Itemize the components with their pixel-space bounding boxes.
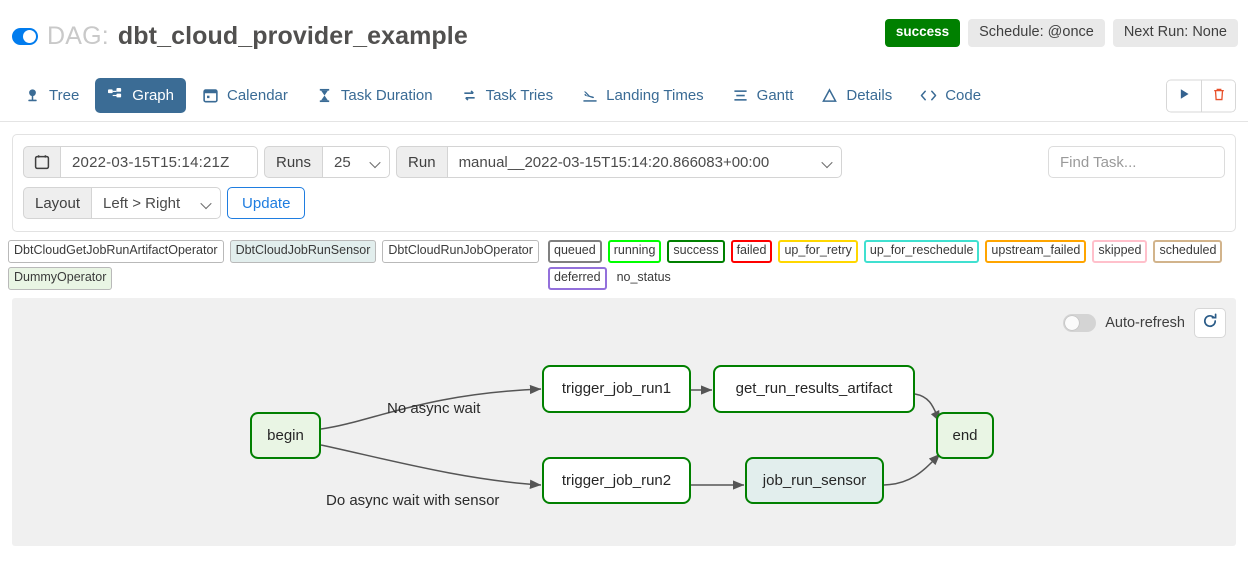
code-icon [920,87,937,104]
landing-icon [581,87,598,104]
legend-operator-chip[interactable]: DummyOperator [8,266,113,290]
dag-node[interactable]: job_run_sensor [745,456,884,504]
tab-task-duration[interactable]: Task Duration [304,78,445,113]
dag-node[interactable]: trigger_job_run1 [542,364,691,413]
update-button[interactable]: Update [227,187,306,219]
legend-state-chip[interactable]: up_for_reschedule [863,240,980,263]
run-label: Run [396,146,448,178]
tab-label: Gantt [756,87,794,104]
tab-code[interactable]: Code [908,78,993,113]
dag-action-buttons [1166,79,1236,112]
legend-state-chip[interactable]: running [607,240,662,263]
tab-label: Code [945,87,982,104]
dag-title-row: DAG: dbt_cloud_provider_example [12,22,1236,51]
calendar-icon[interactable] [23,146,61,178]
tab-landing-times[interactable]: Landing Times [569,78,716,113]
trash-icon [1212,87,1226,104]
dag-node[interactable]: begin [250,411,321,459]
next-run-badge: Next Run: None [1112,19,1238,47]
play-icon [1178,88,1191,104]
tab-task-tries[interactable]: Task Tries [449,78,566,113]
run-group: Run manual__2022-03-15T15:14:20.866083+0… [396,146,842,178]
dag-node[interactable]: trigger_job_run2 [542,456,691,504]
tab-label: Landing Times [606,87,704,104]
status-badge: success [884,19,961,47]
calendar-icon [202,87,219,104]
base-date-input[interactable]: 2022-03-15T15:14:21Z [60,146,258,178]
tab-tree[interactable]: Tree [12,78,91,113]
legend-state-chip[interactable]: failed [730,240,773,263]
tab-graph[interactable]: Graph [95,78,186,113]
layout-label: Layout [23,187,93,219]
dag-graph-canvas[interactable]: begin trigger_job_run1 get_run_results_art… [12,298,1236,546]
filter-toolbar: 2022-03-15T15:14:21Z Runs 25 Run manual_… [12,134,1236,232]
toolbar-row-primary: 2022-03-15T15:14:21Z Runs 25 Run manual_… [23,146,1225,178]
legend-operator-chip[interactable]: DbtCloudRunJobOperator [382,240,539,263]
page-title: dbt_cloud_provider_example [117,22,468,50]
tab-gantt[interactable]: Gantt [720,78,806,113]
auto-refresh-label: Auto-refresh [1105,314,1185,331]
legend-state-chip[interactable]: success [667,240,725,263]
view-tabs: Tree Graph Calendar Task Duration Task T… [0,70,1248,122]
legend-state-chip[interactable]: scheduled [1153,240,1223,263]
tab-label: Details [846,87,893,104]
layout-select[interactable]: Left > Right [91,187,222,219]
search-input[interactable] [1048,146,1225,178]
tab-label: Graph [132,87,174,104]
legend-state-chip[interactable]: upstream_failed [985,240,1087,263]
refresh-button[interactable] [1194,307,1226,338]
page-header: DAG: dbt_cloud_provider_example success … [0,0,1248,70]
layout-group: Layout Left > Right [23,187,222,219]
tab-calendar[interactable]: Calendar [190,78,300,113]
graph-icon [107,87,124,104]
gantt-icon [732,87,749,104]
details-triangle-icon [821,87,838,104]
delete-dag-button[interactable] [1201,80,1235,111]
dag-node[interactable]: get_run_results_artifact [713,364,915,413]
dag-edges [320,384,941,490]
legend-state-chip[interactable]: up_for_retry [778,240,858,263]
hourglass-icon [316,87,333,104]
dag-label: DAG: [47,22,109,50]
auto-refresh-toggle[interactable] [1063,313,1097,332]
refresh-icon [1202,313,1218,332]
toolbar-row-secondary: Layout Left > Right Update [23,187,1225,219]
tab-label: Task Duration [340,87,433,104]
header-badges: success Schedule: @once Next Run: None [884,19,1238,47]
legend-operator-chip[interactable]: DbtCloudGetJobRunArtifactOperator [8,240,224,263]
legend-state-chip[interactable]: deferred [548,266,607,290]
legend-state-chip[interactable]: skipped [1092,240,1148,263]
legend-operator-chip[interactable]: DbtCloudJobRunSensor [229,240,377,263]
tab-details[interactable]: Details [809,78,904,113]
legend-state-chip[interactable]: queued [548,240,602,263]
base-date-group: 2022-03-15T15:14:21Z [23,146,258,178]
runs-label: Runs [264,146,324,178]
legend-state-chip[interactable]: no_status [616,269,671,284]
dag-pause-toggle[interactable] [12,28,38,45]
trigger-dag-button[interactable] [1167,80,1201,111]
dag-edge-label: Do async wait with sensor [326,491,500,509]
dag-edge-label: No async wait [387,399,481,417]
run-select[interactable]: manual__2022-03-15T15:14:20.866083+00:00 [446,146,842,178]
tab-label: Calendar [227,87,288,104]
dag-node[interactable]: end [936,411,994,459]
schedule-badge[interactable]: Schedule: @once [968,19,1105,47]
tab-label: Task Tries [485,87,554,104]
num-runs-group: Runs 25 [264,146,391,178]
auto-refresh-controls: Auto-refresh [1063,307,1226,338]
tab-label: Tree [49,87,80,104]
num-runs-select[interactable]: 25 [322,146,391,178]
tree-icon [24,87,41,104]
retry-icon [461,87,478,104]
